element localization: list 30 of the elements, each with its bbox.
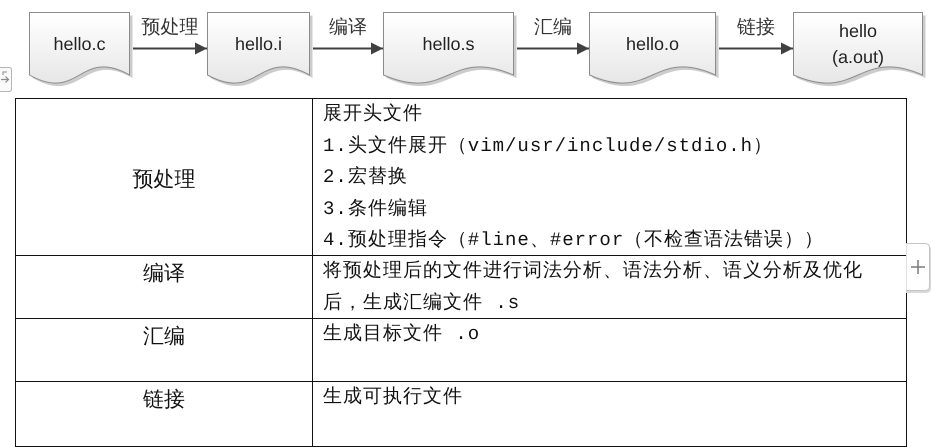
document-shape — [793, 12, 926, 88]
edge-label: 链接 — [735, 14, 777, 38]
file-name: hello (a.out) — [830, 20, 886, 69]
document-shape — [589, 12, 719, 88]
document-shape — [207, 12, 313, 88]
file-name: hello.i — [234, 32, 282, 56]
description-text: 生成可执行文件 — [323, 385, 463, 410]
stage-name: 链接 — [143, 386, 185, 413]
arrow — [517, 42, 589, 54]
file-name: hello.s — [422, 32, 475, 56]
description-text: 1.头文件展开（vim/usr/include/stdio.h） — [323, 134, 774, 158]
description-text: 2.宏替换 — [323, 165, 408, 190]
description-text: 3.条件编辑 — [323, 196, 428, 222]
arrow — [719, 42, 793, 54]
description-text: 将预处理后的文件进行词法分析、语法分析、语义分析及优化后，生成汇编文件 .s — [323, 259, 864, 316]
file-name: hello.c — [53, 32, 106, 56]
stage-name: 汇编 — [143, 323, 185, 350]
edge-label: 编译 — [327, 14, 369, 38]
description-text: 4.预处理指令（#line、#error（不检查语法错误）） — [323, 228, 824, 253]
stage-name: 预处理 — [132, 166, 196, 192]
arrow — [133, 42, 207, 54]
file-name: hello.o — [626, 32, 680, 56]
arrow — [313, 42, 383, 54]
document-shape — [29, 12, 133, 88]
description-text: 展开头文件 — [323, 102, 423, 127]
document-shape — [383, 12, 517, 88]
stage-name: 编译 — [143, 260, 185, 287]
description-text: 生成目标文件 .o — [323, 322, 480, 347]
edge-label: 预处理 — [140, 14, 200, 38]
edge-label: 汇编 — [532, 14, 574, 38]
